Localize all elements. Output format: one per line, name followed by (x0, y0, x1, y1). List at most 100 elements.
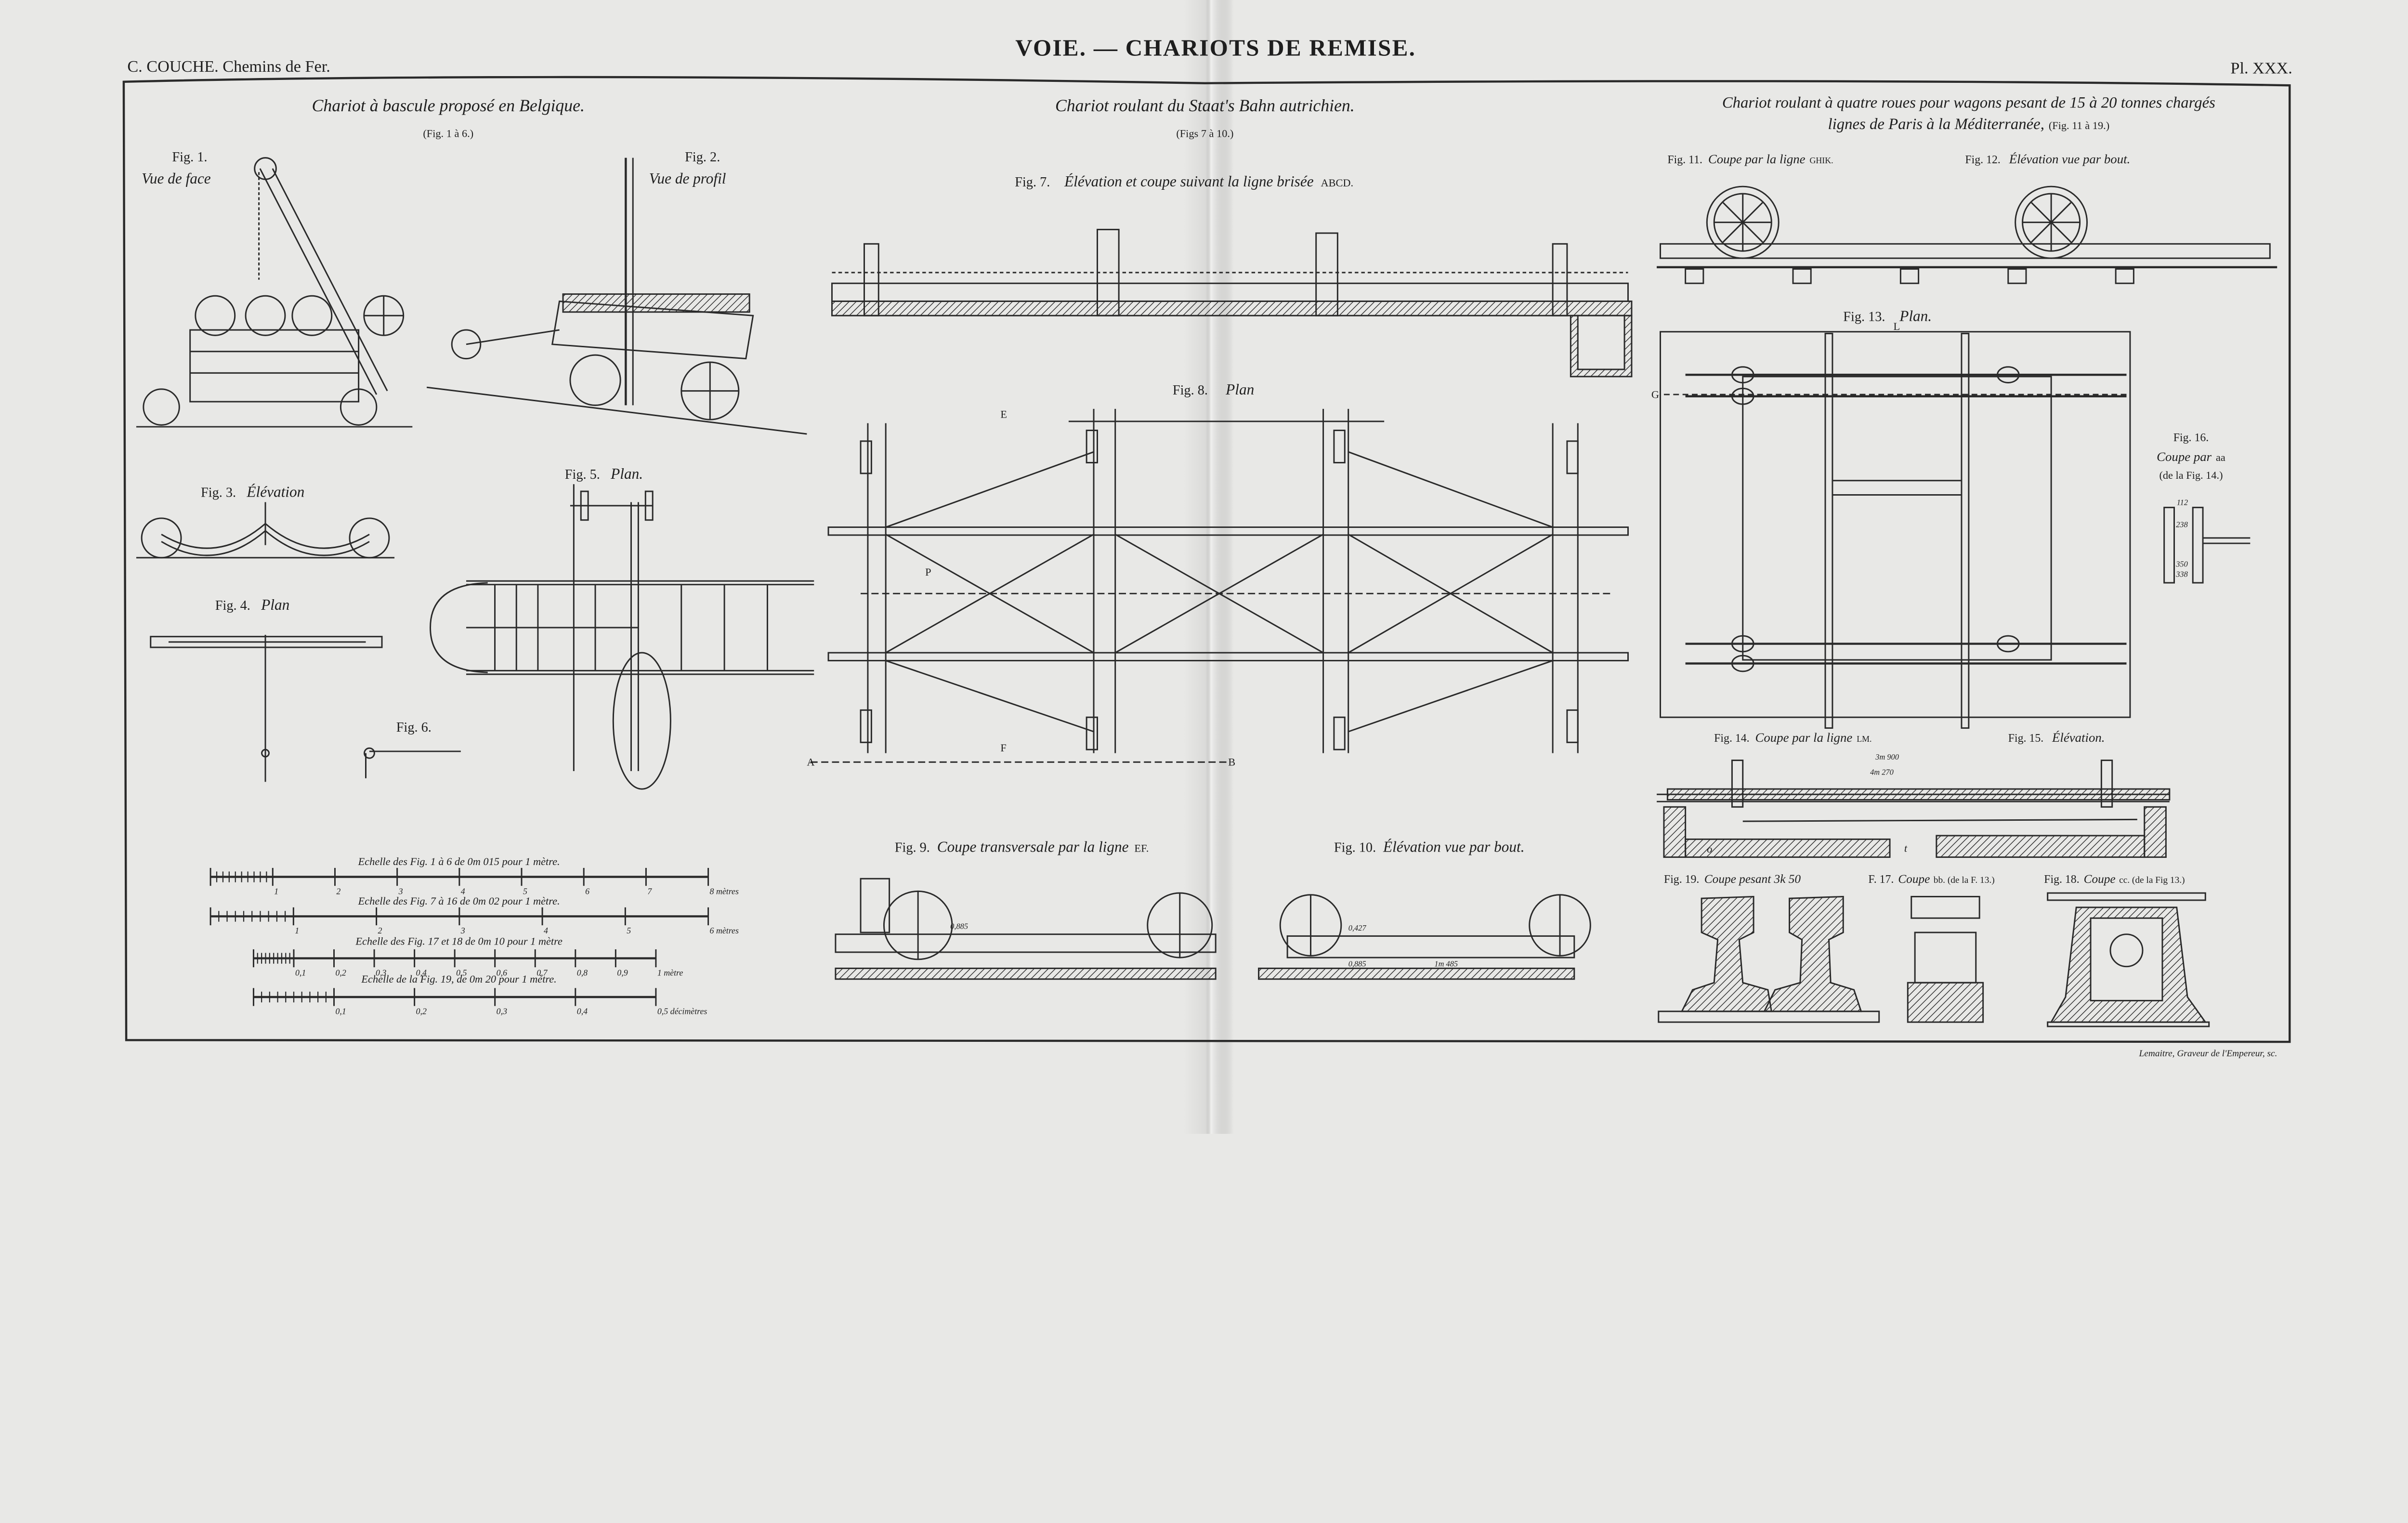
fig15-heading: Fig. 15.Élévation. (2008, 730, 2105, 745)
letter-B: B (1228, 756, 1235, 768)
scale-2-tick-label: 6 mètres (710, 926, 739, 935)
fig18-drawing (2047, 892, 2210, 1027)
scale-3-tick-label: 1 mètre (657, 968, 683, 977)
fig13-caption: Plan. (1899, 307, 1932, 324)
fig12-heading: Fig. 12. Élévation vue par bout. (1965, 152, 2130, 166)
fig5-drawing (430, 484, 814, 790)
letter-A: A (807, 756, 814, 768)
scale-2-tick-label: 4 (544, 926, 548, 935)
fig1-drawing (136, 157, 413, 428)
fig17-ref: bb. (de la F. 13.) (1934, 875, 1995, 885)
fig5-label: Fig. 5. (565, 467, 600, 482)
fig6-drawing (364, 747, 461, 778)
fig7-heading: Fig. 7. Élévation et coupe suivant la lig… (1015, 173, 1353, 190)
scale-1-tick-label: 2 (336, 886, 340, 896)
fig9-caption: Coupe transversale par la ligne (937, 838, 1129, 855)
section-3-title: Chariot roulant à quatre roues pour wago… (1722, 94, 2215, 111)
letter-E: E (1000, 408, 1007, 420)
fig5-heading: Fig. 5. Plan. (565, 465, 643, 482)
fig16-label: Fig. 16. (2173, 432, 2209, 444)
plate-title: VOIE. — CHARIOTS DE REMISE. (1015, 34, 1416, 61)
fig14-label: Fig. 14. (1714, 732, 1749, 745)
scale-3-tick-label: 0,3 (376, 968, 386, 977)
fig19-heading: Fig. 19.Coupe pesant 3k 50 (1664, 872, 1801, 886)
plate-number: Pl. XXX. (2230, 59, 2292, 78)
scale-1-caption: Echelle des Fig. 1 à 6 de 0m 015 pour 1 … (358, 855, 560, 867)
fig7-label: Fig. 7. (1015, 175, 1050, 190)
fig3-caption: Élévation (246, 483, 304, 500)
fig1-caption: Vue de face (142, 170, 211, 187)
letter-F: F (1000, 742, 1006, 754)
fig6-label: Fig. 6. (396, 720, 432, 735)
fig10-dim-0885: 0,885 (1348, 959, 1366, 969)
fig7-caption: Élévation et coupe suivant la ligne bris… (1064, 173, 1314, 190)
fig12-label: Fig. 12. (1965, 154, 2000, 166)
fig10-dim-1m485: 1m 485 (1434, 959, 1458, 969)
scale-2-caption: Echelle des Fig. 7 à 16 de 0m 02 pour 1 … (358, 895, 560, 907)
fig11-ref: GHIK. (1810, 156, 1833, 165)
plate-frame (122, 76, 2291, 1043)
scale-3-tick-label: 0,1 (295, 968, 306, 977)
fig16-dim-112: 112 (2177, 498, 2188, 507)
author-series: C. COUCHE. Chemins de Fer. (127, 57, 330, 76)
section-2-figs: (Figs 7 à 10.) (1176, 127, 1233, 139)
letter-t: t (1904, 842, 1908, 854)
letter-G: G (1651, 389, 1659, 401)
page-fold (1183, 0, 1234, 1134)
scale-1-tick-label: 1 (274, 886, 278, 896)
fig18-ref: cc. (de la Fig 13.) (2119, 875, 2185, 885)
scale-1-tick-label: 5 (523, 886, 527, 896)
fig19-label: Fig. 19. (1664, 873, 1699, 886)
fig14-drawing (1657, 760, 2171, 858)
scale-3-tick-label: 0,4 (416, 968, 427, 977)
fig8-drawing (810, 408, 1629, 763)
fig13-label: Fig. 13. (1843, 309, 1885, 324)
fig9-label: Fig. 9. (895, 840, 930, 855)
fig5-caption: Plan. (610, 465, 643, 482)
scale-3-tick-label: 0,8 (577, 968, 588, 977)
section-1-figs: (Fig. 1 à 6.) (423, 127, 473, 139)
fig14-dim-3m900: 3m 900 (1875, 752, 1899, 762)
fig14-caption: Coupe par la ligne (1755, 730, 1853, 745)
scale-1-tick-label: 6 (585, 886, 589, 896)
scale-3-tick-label: 0,5 (456, 968, 467, 977)
scale-3-tick-label: 0,6 (497, 968, 507, 977)
letter-P: P (925, 566, 931, 578)
scale-3-tick-label: 0,2 (336, 968, 346, 977)
fig16-dim-338: 338 (2175, 569, 2188, 578)
section-2-title: Chariot roulant du Staat's Bahn autrichi… (1055, 96, 1355, 115)
fig8-label: Fig. 8. (1173, 383, 1208, 398)
scale-3-tick-label: 0,9 (617, 968, 628, 977)
fig11-caption: Coupe par la ligne (1708, 152, 1806, 166)
scale-3-caption: Echelle des Fig. 17 et 18 de 0m 10 pour … (355, 935, 563, 947)
fig18-caption: Coupe (2084, 872, 2116, 886)
fig14-dim-4m270: 4m 270 (1870, 767, 1894, 776)
fig15-label: Fig. 15. (2008, 732, 2043, 745)
scale-4-tick-label: 0,1 (336, 1007, 346, 1016)
fig10-dim-0427: 0,427 (1348, 923, 1367, 932)
fig11-drawing (1657, 185, 2277, 284)
letter-L: L (1893, 320, 1900, 332)
fig10-caption: Élévation vue par bout. (1383, 838, 1524, 855)
scale-2-tick-label: 2 (378, 926, 382, 935)
fig4-heading: Fig. 4.Plan (215, 596, 289, 613)
fig9-dim-0885: 0,885 (950, 922, 968, 931)
scale-1-tick-label: 8 mètres (710, 886, 739, 896)
fig16-ref: aa (2216, 451, 2225, 463)
scale-1-tick-label: 4 (461, 886, 465, 896)
fig10-heading: Fig. 10.Élévation vue par bout. (1334, 838, 1525, 855)
section-1-title: Chariot à bascule proposé en Belgique. (312, 96, 585, 115)
scale-1-tick-label: 7 (647, 886, 652, 896)
fig16-sub: (de la Fig. 14.) (2159, 469, 2223, 481)
scale-1-tick-label: 3 (398, 886, 403, 896)
fig12-caption: Élévation vue par bout. (2009, 152, 2131, 166)
fig7-drawing (831, 229, 1633, 378)
